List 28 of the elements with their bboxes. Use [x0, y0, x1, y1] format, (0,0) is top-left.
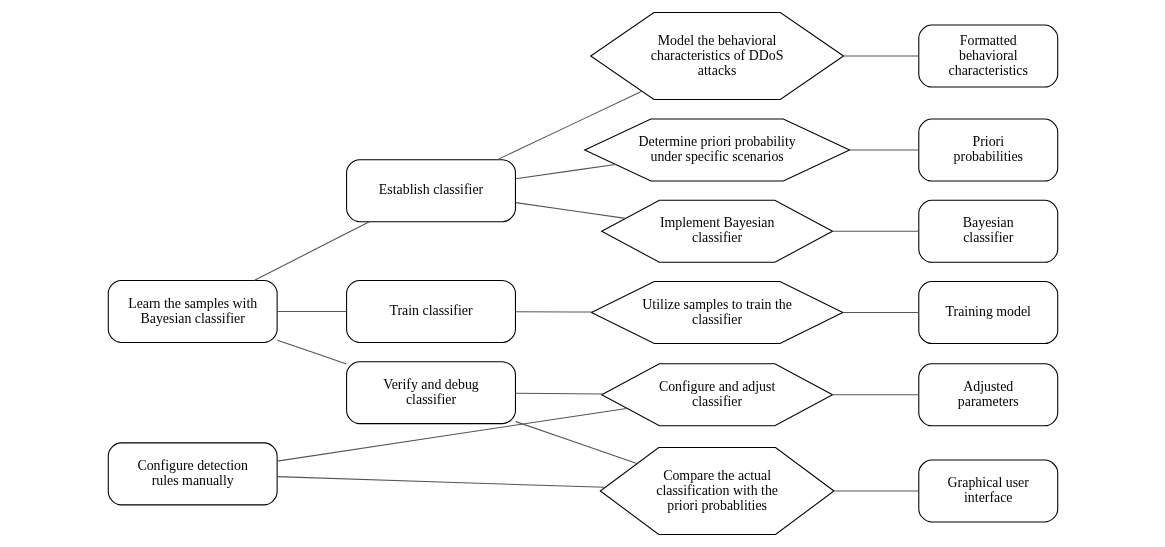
connector	[841, 311, 919, 314]
node-box: Learn the samples with Bayesian classifier	[107, 279, 278, 343]
connector	[276, 476, 605, 488]
node-box: Bayesian classifier	[917, 199, 1058, 263]
node-box: Train classifier	[345, 279, 516, 343]
connector	[514, 421, 637, 465]
connector	[831, 230, 919, 232]
connector	[514, 311, 592, 313]
node-box: Verify and debug classifier	[345, 361, 516, 425]
node-box: Priori probabilities	[917, 118, 1058, 182]
node-box: Establish classifier	[345, 159, 516, 223]
node-box: Adjusted parameters	[917, 363, 1058, 427]
node-box: Formatted behavioral characteristics	[917, 24, 1058, 88]
node-box: Training model	[917, 281, 1058, 345]
connector	[514, 202, 626, 219]
connector	[514, 163, 616, 180]
connector	[848, 149, 919, 151]
connector	[276, 339, 347, 365]
connector	[833, 490, 919, 492]
node-box: Configure detection rules manually	[107, 442, 278, 506]
connector	[831, 394, 919, 396]
connector	[496, 90, 642, 161]
connector	[514, 392, 604, 395]
connector	[276, 310, 347, 312]
connector	[253, 221, 370, 281]
connector	[842, 55, 919, 57]
node-box: Graphical user interface	[917, 459, 1058, 523]
connector	[276, 407, 627, 462]
